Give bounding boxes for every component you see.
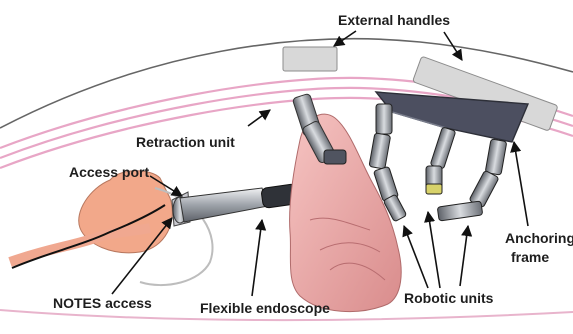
label-external-handles: External handles: [338, 12, 450, 28]
label-access-port: Access port: [69, 164, 149, 180]
arrow-robotic-unit-2: [428, 212, 440, 288]
arrow-external-handle-right: [444, 32, 462, 60]
label-robotic-units: Robotic units: [404, 290, 493, 306]
robotic-unit-2: [426, 127, 456, 194]
label-retraction-unit: Retraction unit: [136, 134, 235, 150]
arrow-robotic-unit-1: [404, 226, 428, 288]
label-flexible-endoscope: Flexible endoscope: [200, 300, 330, 316]
label-frame: frame: [511, 249, 549, 265]
label-notes-access: NOTES access: [53, 295, 152, 311]
arrow-retraction-unit: [248, 110, 270, 126]
arrow-robotic-unit-3: [460, 226, 468, 286]
external-handle-left: [283, 47, 337, 71]
arrow-flexible-endoscope: [252, 220, 262, 296]
arrow-anchoring-frame: [514, 142, 528, 226]
label-anchoring: Anchoring: [505, 230, 573, 246]
